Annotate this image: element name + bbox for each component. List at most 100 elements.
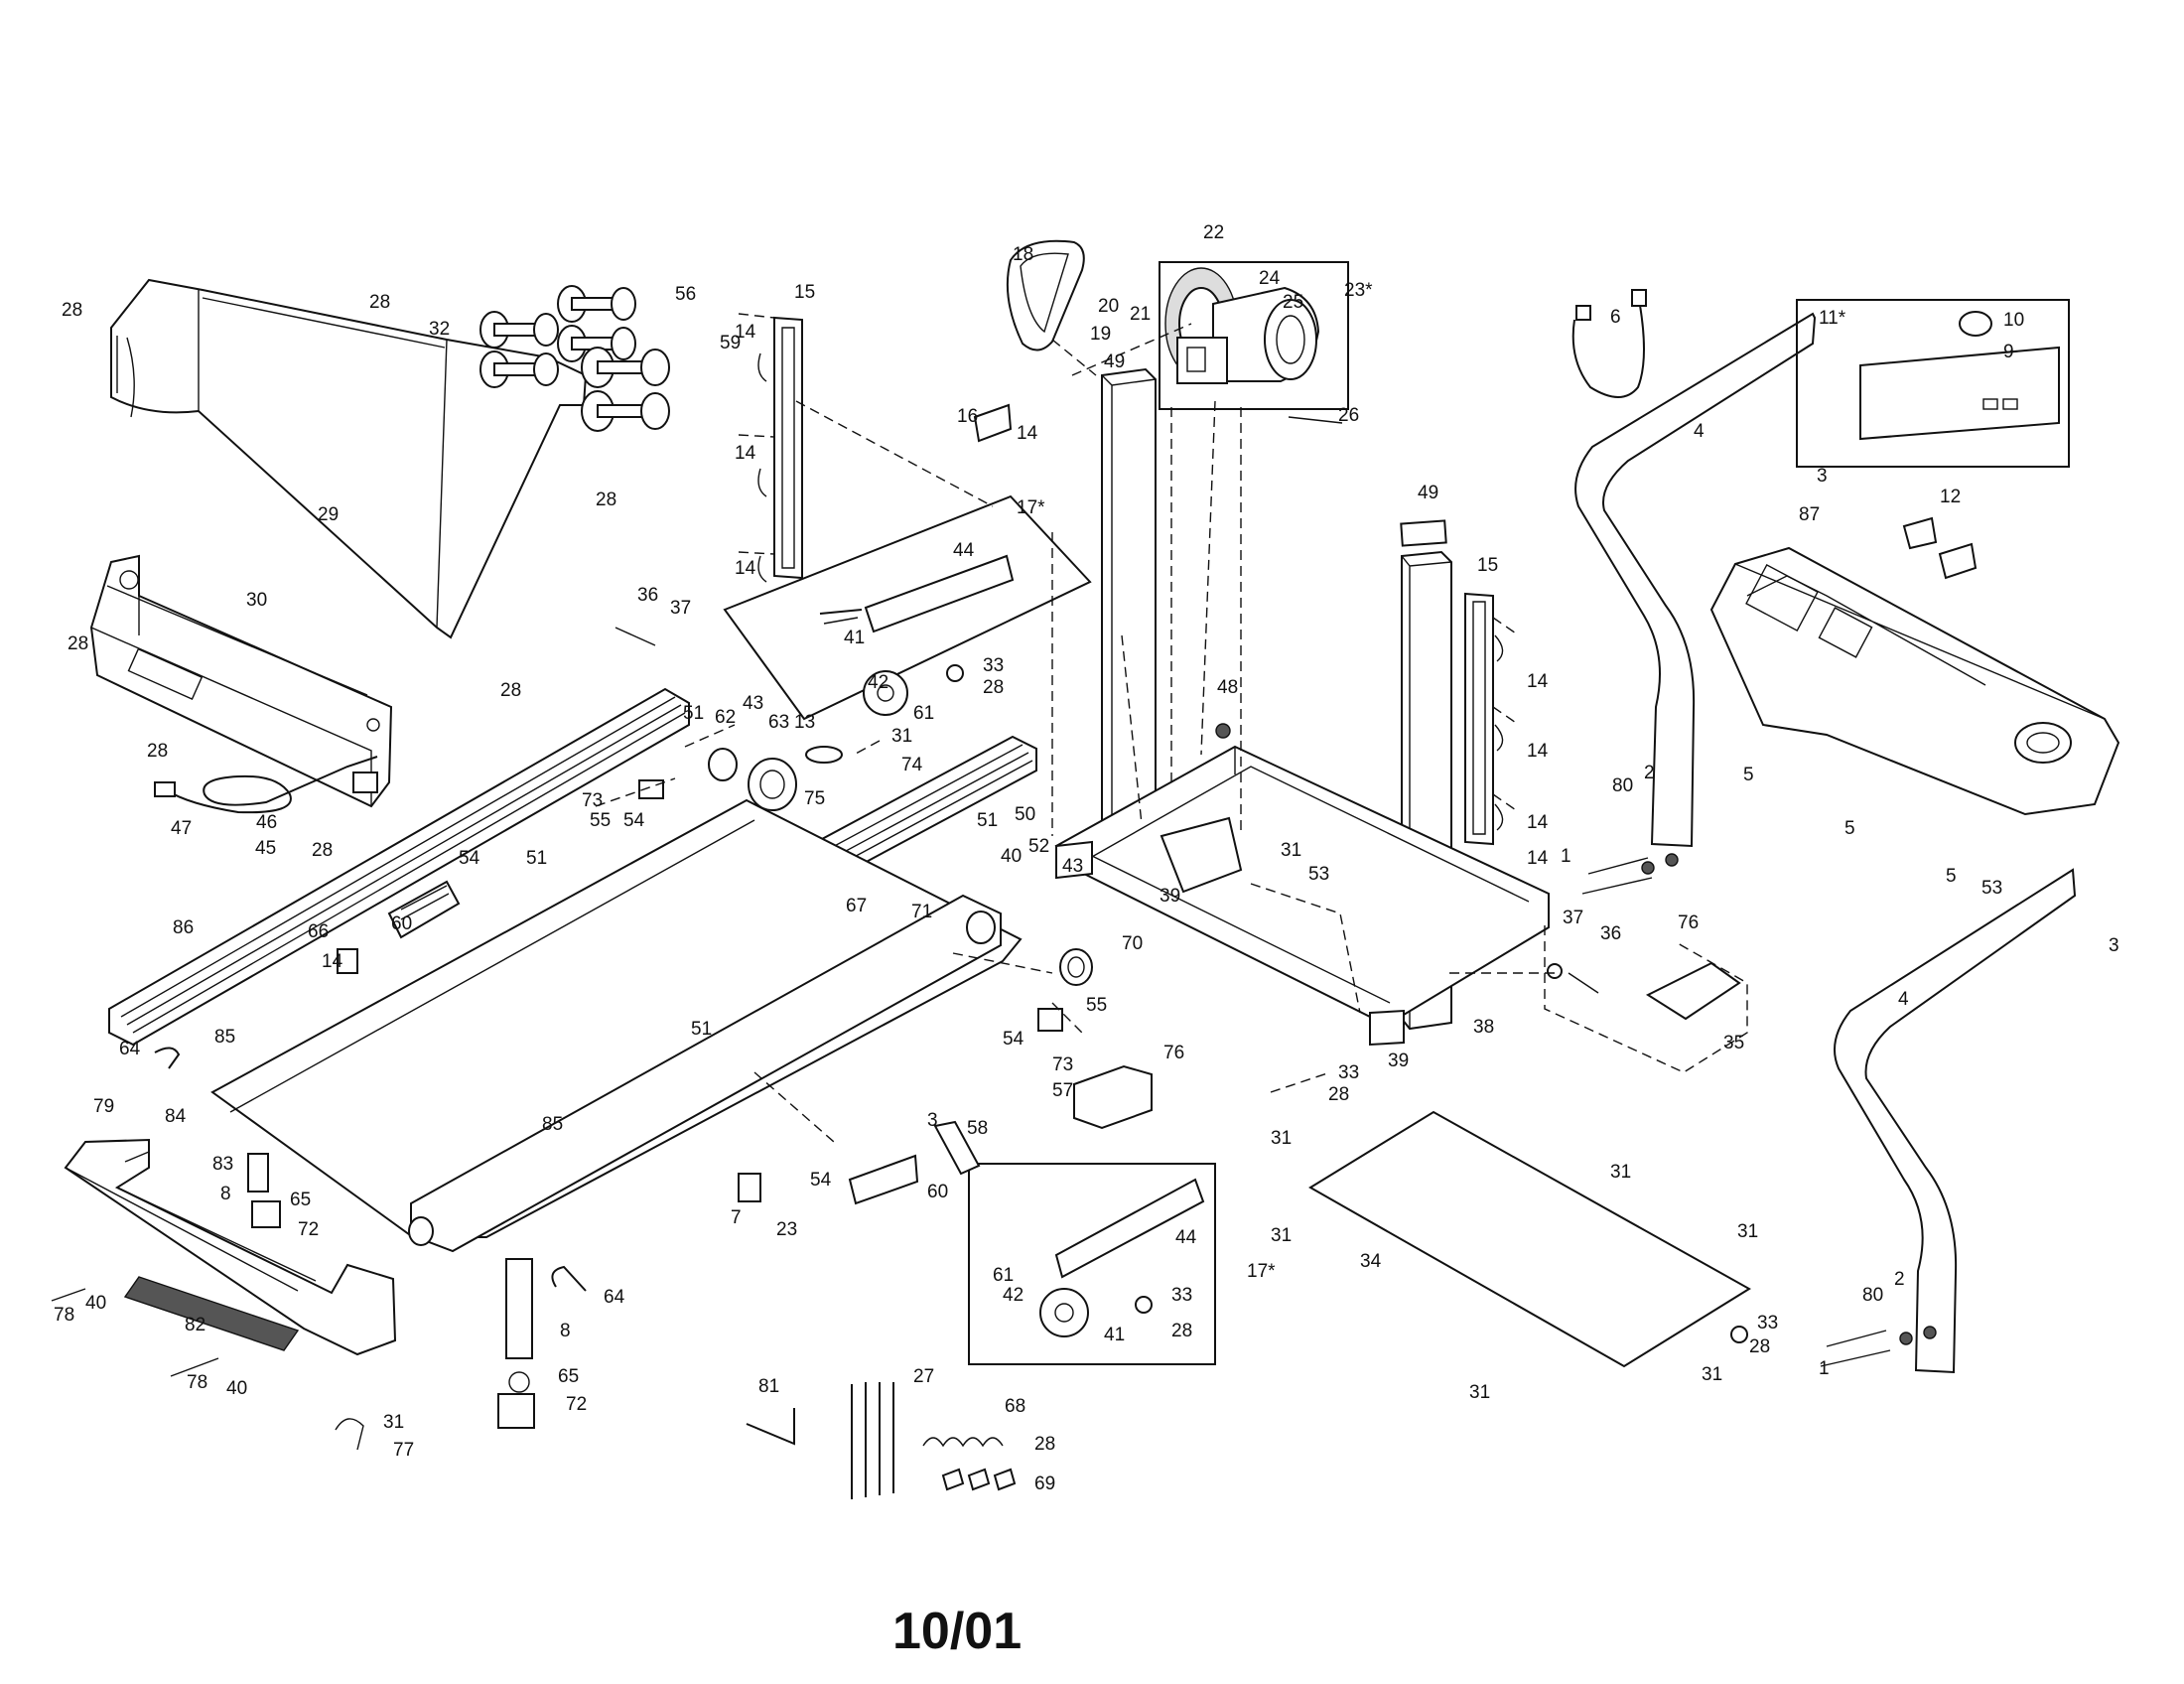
part-number-label: 73 [582,790,603,811]
part-number-label: 44 [953,540,975,561]
part-number-label: 7 [731,1207,742,1228]
hardware [51,416,1937,1377]
part-number-label: 23* [1344,280,1373,301]
part-number-label: 85 [214,1027,235,1048]
part-number-label: 72 [566,1394,587,1415]
part-number-label: 31 [1281,840,1301,861]
part-number-label: 14 [1527,671,1549,692]
part-number-label: 29 [318,504,339,525]
part-number-label: 54 [810,1170,832,1191]
part-number-label: 28 [1328,1084,1349,1105]
drive-pulley [708,746,1093,986]
part-number-label: 47 [171,818,192,839]
part-number-label: 59 [720,333,741,353]
part-number-label: 28 [983,677,1004,698]
part-number-label: 40 [1001,846,1022,867]
part-number-label: 48 [1217,677,1238,698]
part-number-label: 9 [2003,342,2014,362]
part-number-label: 28 [500,680,521,701]
part-number-label: 58 [967,1118,988,1139]
part-number-label: 28 [1034,1434,1055,1455]
part-number-label: 42 [1003,1285,1024,1306]
front-legs [247,1153,535,1429]
part-number-label: 28 [369,292,390,313]
part-number-label: 70 [1122,933,1143,954]
part-number-label: 15 [1477,555,1498,576]
base-plate [1308,1110,1751,1368]
part-number-label: 33 [1171,1285,1192,1306]
part-number-label: 80 [1862,1285,1883,1306]
part-number-label: 57 [1052,1080,1073,1101]
console-overlay [1796,299,2070,468]
part-number-label: 41 [844,628,865,648]
part-number-label: 65 [290,1190,311,1210]
part-number-label: 2 [1644,763,1655,783]
part-number-label: 51 [526,848,547,869]
part-number-label: 36 [637,585,658,606]
part-number-label: 55 [590,810,611,831]
part-number-label: 1 [1819,1358,1830,1379]
part-number-label: 37 [670,598,691,619]
part-number-label: 8 [220,1184,231,1204]
part-number-label: 72 [298,1219,319,1240]
part-number-label: 20 [1098,296,1119,317]
part-number-label: 28 [596,490,616,510]
part-number-label: 68 [1005,1396,1025,1417]
part-number-label: 86 [173,917,194,938]
part-number-label: 60 [391,913,412,934]
part-number-label: 24 [1259,268,1281,289]
front-roller-cover [64,1138,397,1356]
part-number-label: 67 [846,896,867,916]
part-number-label: 4 [1694,421,1705,442]
dumbbells [479,285,670,432]
part-number-label: 64 [119,1039,141,1059]
part-number-label: 61 [993,1265,1014,1286]
part-number-label: 69 [1034,1474,1055,1494]
part-number-label: 14 [1527,848,1549,869]
part-number-label: 53 [1308,864,1329,885]
part-number-label: 11* [1819,308,1846,329]
part-number-label: 16 [957,406,978,427]
part-number-label: 38 [1473,1017,1494,1038]
part-number-label: 31 [891,726,912,747]
base-frame [1054,745,1550,1047]
weight-holder-right [1464,592,1520,846]
part-number-label: 53 [1981,878,2002,899]
part-number-label: 51 [683,703,704,724]
part-number-label: 42 [868,672,888,693]
part-number-label: 83 [212,1154,233,1175]
power-cord [154,756,378,814]
part-number-label: 75 [804,788,825,809]
console [1709,546,2120,816]
part-number-label: 35 [1723,1033,1744,1053]
leader-lines [595,323,1748,1143]
part-number-label: 31 [1737,1221,1758,1242]
part-number-label: 14 [1017,423,1038,444]
part-number-label: 64 [604,1287,625,1308]
part-number-label: 3 [2109,935,2119,956]
part-number-label: 49 [1418,483,1438,503]
part-number-label: 80 [1612,775,1633,796]
part-number-label: 54 [1003,1029,1024,1050]
part-number-label: 2 [1894,1269,1905,1290]
upright-left [1101,367,1157,840]
part-number-label: 31 [1271,1128,1292,1149]
part-number-label: 6 [1610,307,1621,328]
accessories [335,1382,1017,1499]
part-number-label: 28 [1749,1336,1770,1357]
part-number-label: 3 [1817,466,1828,487]
part-number-label: 49 [1104,351,1125,372]
part-number-label: 21 [1130,304,1151,325]
part-number-label: 43 [743,693,763,714]
part-number-label: 30 [246,590,267,611]
part-number-label: 10 [2003,310,2024,331]
part-number-label: 51 [977,810,998,831]
part-number-label: 28 [62,300,82,321]
weight-holder-left [738,313,803,583]
part-number-label: 62 [715,707,736,728]
part-number-label: 40 [85,1293,106,1314]
part-number-label: 12 [1940,487,1961,507]
part-number-label: 41 [1104,1325,1125,1345]
